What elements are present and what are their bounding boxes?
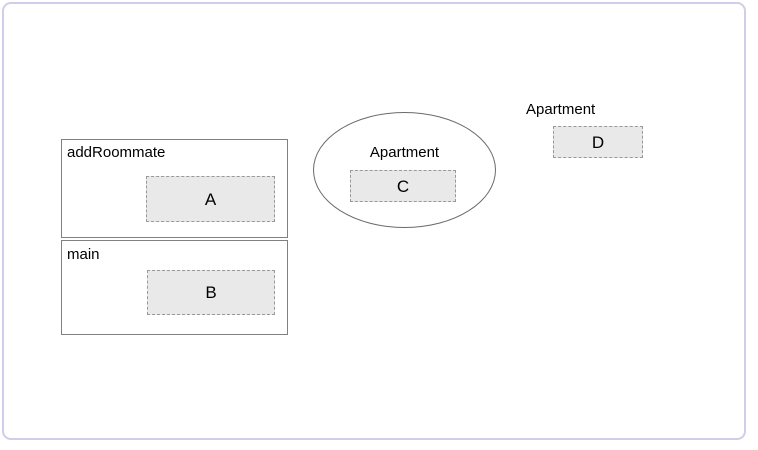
node-add-roommate-slot-a[interactable]: A: [146, 176, 275, 222]
node-main-label: main: [67, 246, 100, 263]
node-apartment-ellipse-label: Apartment: [369, 144, 440, 161]
node-apartment-plain-slot-d[interactable]: D: [553, 126, 643, 158]
node-apartment-ellipse-slot-c[interactable]: C: [350, 170, 456, 202]
node-add-roommate-label: addRoommate: [67, 144, 166, 161]
node-main-slot-b[interactable]: B: [147, 270, 275, 315]
node-apartment-plain-label: Apartment: [526, 101, 596, 118]
